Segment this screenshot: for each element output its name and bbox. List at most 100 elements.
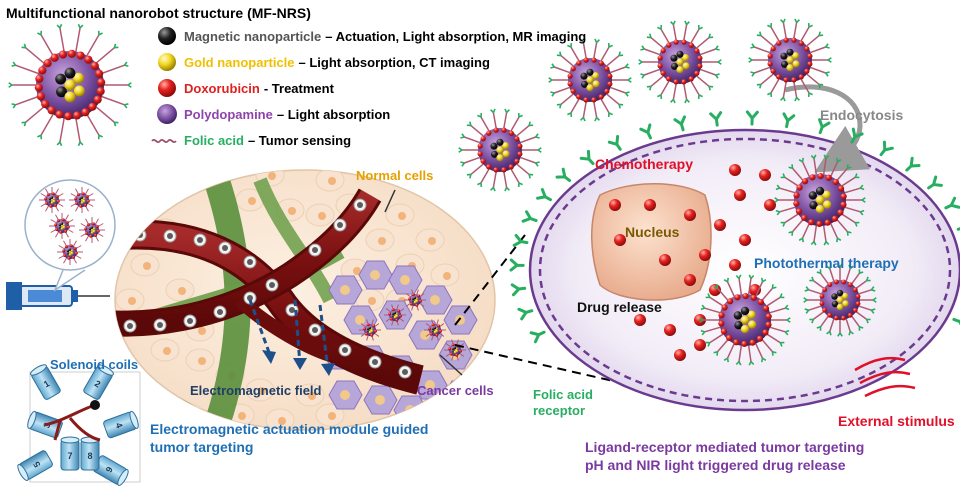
nanorobot-icon	[49, 213, 75, 239]
legend-desc: - Treatment	[263, 80, 334, 96]
folic-acid-receptor-icon	[555, 167, 572, 183]
nanorobot-icon	[444, 339, 466, 361]
nanorobot-icon	[699, 274, 791, 366]
doxorubicin-released	[609, 164, 776, 361]
bottom-caption-line1: Ligand-receptor mediated tumor targeting	[585, 439, 865, 455]
drug-release-label: Drug release	[577, 299, 662, 315]
legend-key: Folic acid	[184, 132, 244, 148]
blood-vessel	[119, 222, 423, 392]
folic-acid-receptor-icon	[952, 317, 960, 330]
folic-acid-receptors	[509, 110, 960, 344]
legend-key: Gold nanoparticle	[184, 54, 295, 70]
solenoid-coil-icon: 8	[80, 436, 100, 471]
folic-acid-receptor-icon	[607, 135, 622, 151]
folic-acid-receptor-icon	[905, 156, 921, 172]
nanorobot-icon	[69, 187, 95, 213]
legend-swatches	[151, 27, 177, 144]
folic-receptor-label-line1: Folic acid	[533, 387, 593, 402]
solenoid-coil-icon: 6	[93, 455, 129, 486]
blood-vessel	[235, 294, 333, 362]
nanorobot-icon	[359, 319, 381, 341]
bottom-caption-line2: pH and NIR light triggered drug release	[585, 457, 846, 473]
nanorobot-icon	[79, 217, 105, 243]
legend-desc: – Light absorption, CT imaging	[298, 54, 490, 70]
nucleus-label: Nucleus	[625, 224, 680, 240]
nanorobot-icon	[424, 319, 446, 341]
coil-number: 8	[87, 451, 92, 461]
vessel-nanorobots	[123, 198, 412, 379]
red-sphere-icon	[158, 79, 176, 97]
folic-acid-receptor-icon	[673, 115, 687, 132]
legend-desc: – Tumor sensing	[247, 132, 352, 148]
black-sphere-icon	[158, 27, 176, 45]
endocytosis-label: Endocytosis	[820, 107, 904, 123]
coil-number: 5	[31, 460, 42, 469]
green-fiber	[253, 177, 337, 304]
legend-item: Gold nanoparticle– Light absorption, CT …	[184, 51, 490, 73]
folic-acid-receptor-icon	[782, 112, 796, 129]
folic-acid-receptor-icon	[536, 188, 552, 202]
folic-acid-receptor-icon	[944, 196, 960, 210]
nanorobot-icon	[774, 154, 866, 246]
nanorobot-icon	[404, 289, 426, 311]
coil-number: 7	[67, 451, 72, 461]
folic-acid-receptor-icon	[512, 233, 529, 247]
chemotherapy-label: Chemotherapy	[595, 156, 694, 172]
coil-number: 6	[104, 465, 115, 474]
solenoid-coil-icon: 5	[17, 450, 53, 481]
legend-key: Polydopamine	[184, 106, 273, 122]
nanorobot-icon	[57, 239, 83, 265]
legend-key: Magnetic nanoparticle	[184, 28, 322, 44]
normal-cells-label: Normal cells	[356, 168, 434, 183]
folic-acid-receptor-icon	[850, 127, 864, 144]
folic-acid-receptor-icon	[509, 258, 525, 272]
legend-item: Polydopamine– Light absorption	[184, 103, 390, 125]
folic-acid-receptor-icon	[517, 307, 534, 321]
solenoid-coil-icon: 1	[30, 364, 61, 400]
cell-cross-section	[528, 84, 960, 412]
purple-sphere-icon	[157, 104, 177, 124]
folic-acid-chain-icon	[151, 138, 177, 144]
cancer-cells-label: Cancer cells	[417, 383, 494, 398]
nanorobot-icon	[748, 18, 832, 102]
external-stimulus-waves	[854, 356, 916, 398]
em-field-label: Electromagnetic field	[190, 383, 322, 398]
folic-acid-receptor-icon	[927, 175, 943, 190]
folic-acid-receptor-icon	[639, 123, 652, 140]
nanorobots	[458, 18, 877, 366]
solenoid-coil-icon: 2	[83, 364, 114, 400]
module-caption-line1: Electromagnetic actuation module guided	[150, 421, 429, 437]
folic-acid-receptor-icon	[510, 283, 527, 297]
nanorobot-icon	[638, 20, 722, 104]
yellow-sphere-icon	[158, 53, 176, 71]
module-caption-line2: tumor targeting	[150, 439, 254, 455]
nanorobot-icon	[384, 304, 406, 326]
folic-acid-receptor-icon	[879, 140, 894, 157]
endocytosis-arrow	[784, 84, 871, 173]
legend-desc: – Actuation, Light absorption, MR imagin…	[325, 28, 587, 44]
nucleus	[591, 183, 712, 301]
em-field-arrows	[248, 299, 330, 371]
figure-title: Multifunctional nanorobot structure (MF-…	[6, 5, 311, 21]
folic-acid-receptor-icon	[529, 330, 546, 344]
folic-acid-receptor-icon	[818, 118, 831, 135]
folic-acid-receptor-icon	[745, 110, 759, 126]
coil-number: 1	[42, 378, 51, 389]
zoom-bubble	[24, 179, 116, 292]
nanorobot-icon	[458, 108, 542, 192]
coil-number: 4	[114, 421, 125, 429]
legend-item: Folic acid– Tumor sensing	[184, 129, 351, 151]
folic-receptor-label-line2: receptor	[533, 403, 586, 418]
photothermal-label: Photothermal therapy	[754, 255, 899, 271]
nanorobot-icon	[548, 38, 632, 122]
solenoid-coil-icon: 4	[103, 410, 139, 439]
nanorobot-icon	[803, 263, 877, 337]
folic-acid-receptor-icon	[579, 149, 595, 166]
folic-acid-receptor-icon	[956, 219, 960, 233]
legend-item: Doxorubicin- Treatment	[184, 77, 334, 99]
em-field-arrowheads	[262, 350, 335, 376]
nanorobot-icon	[39, 187, 65, 213]
legend-item: Magnetic nanoparticle– Actuation, Light …	[184, 25, 586, 47]
folic-acid-receptor-icon	[709, 111, 723, 127]
